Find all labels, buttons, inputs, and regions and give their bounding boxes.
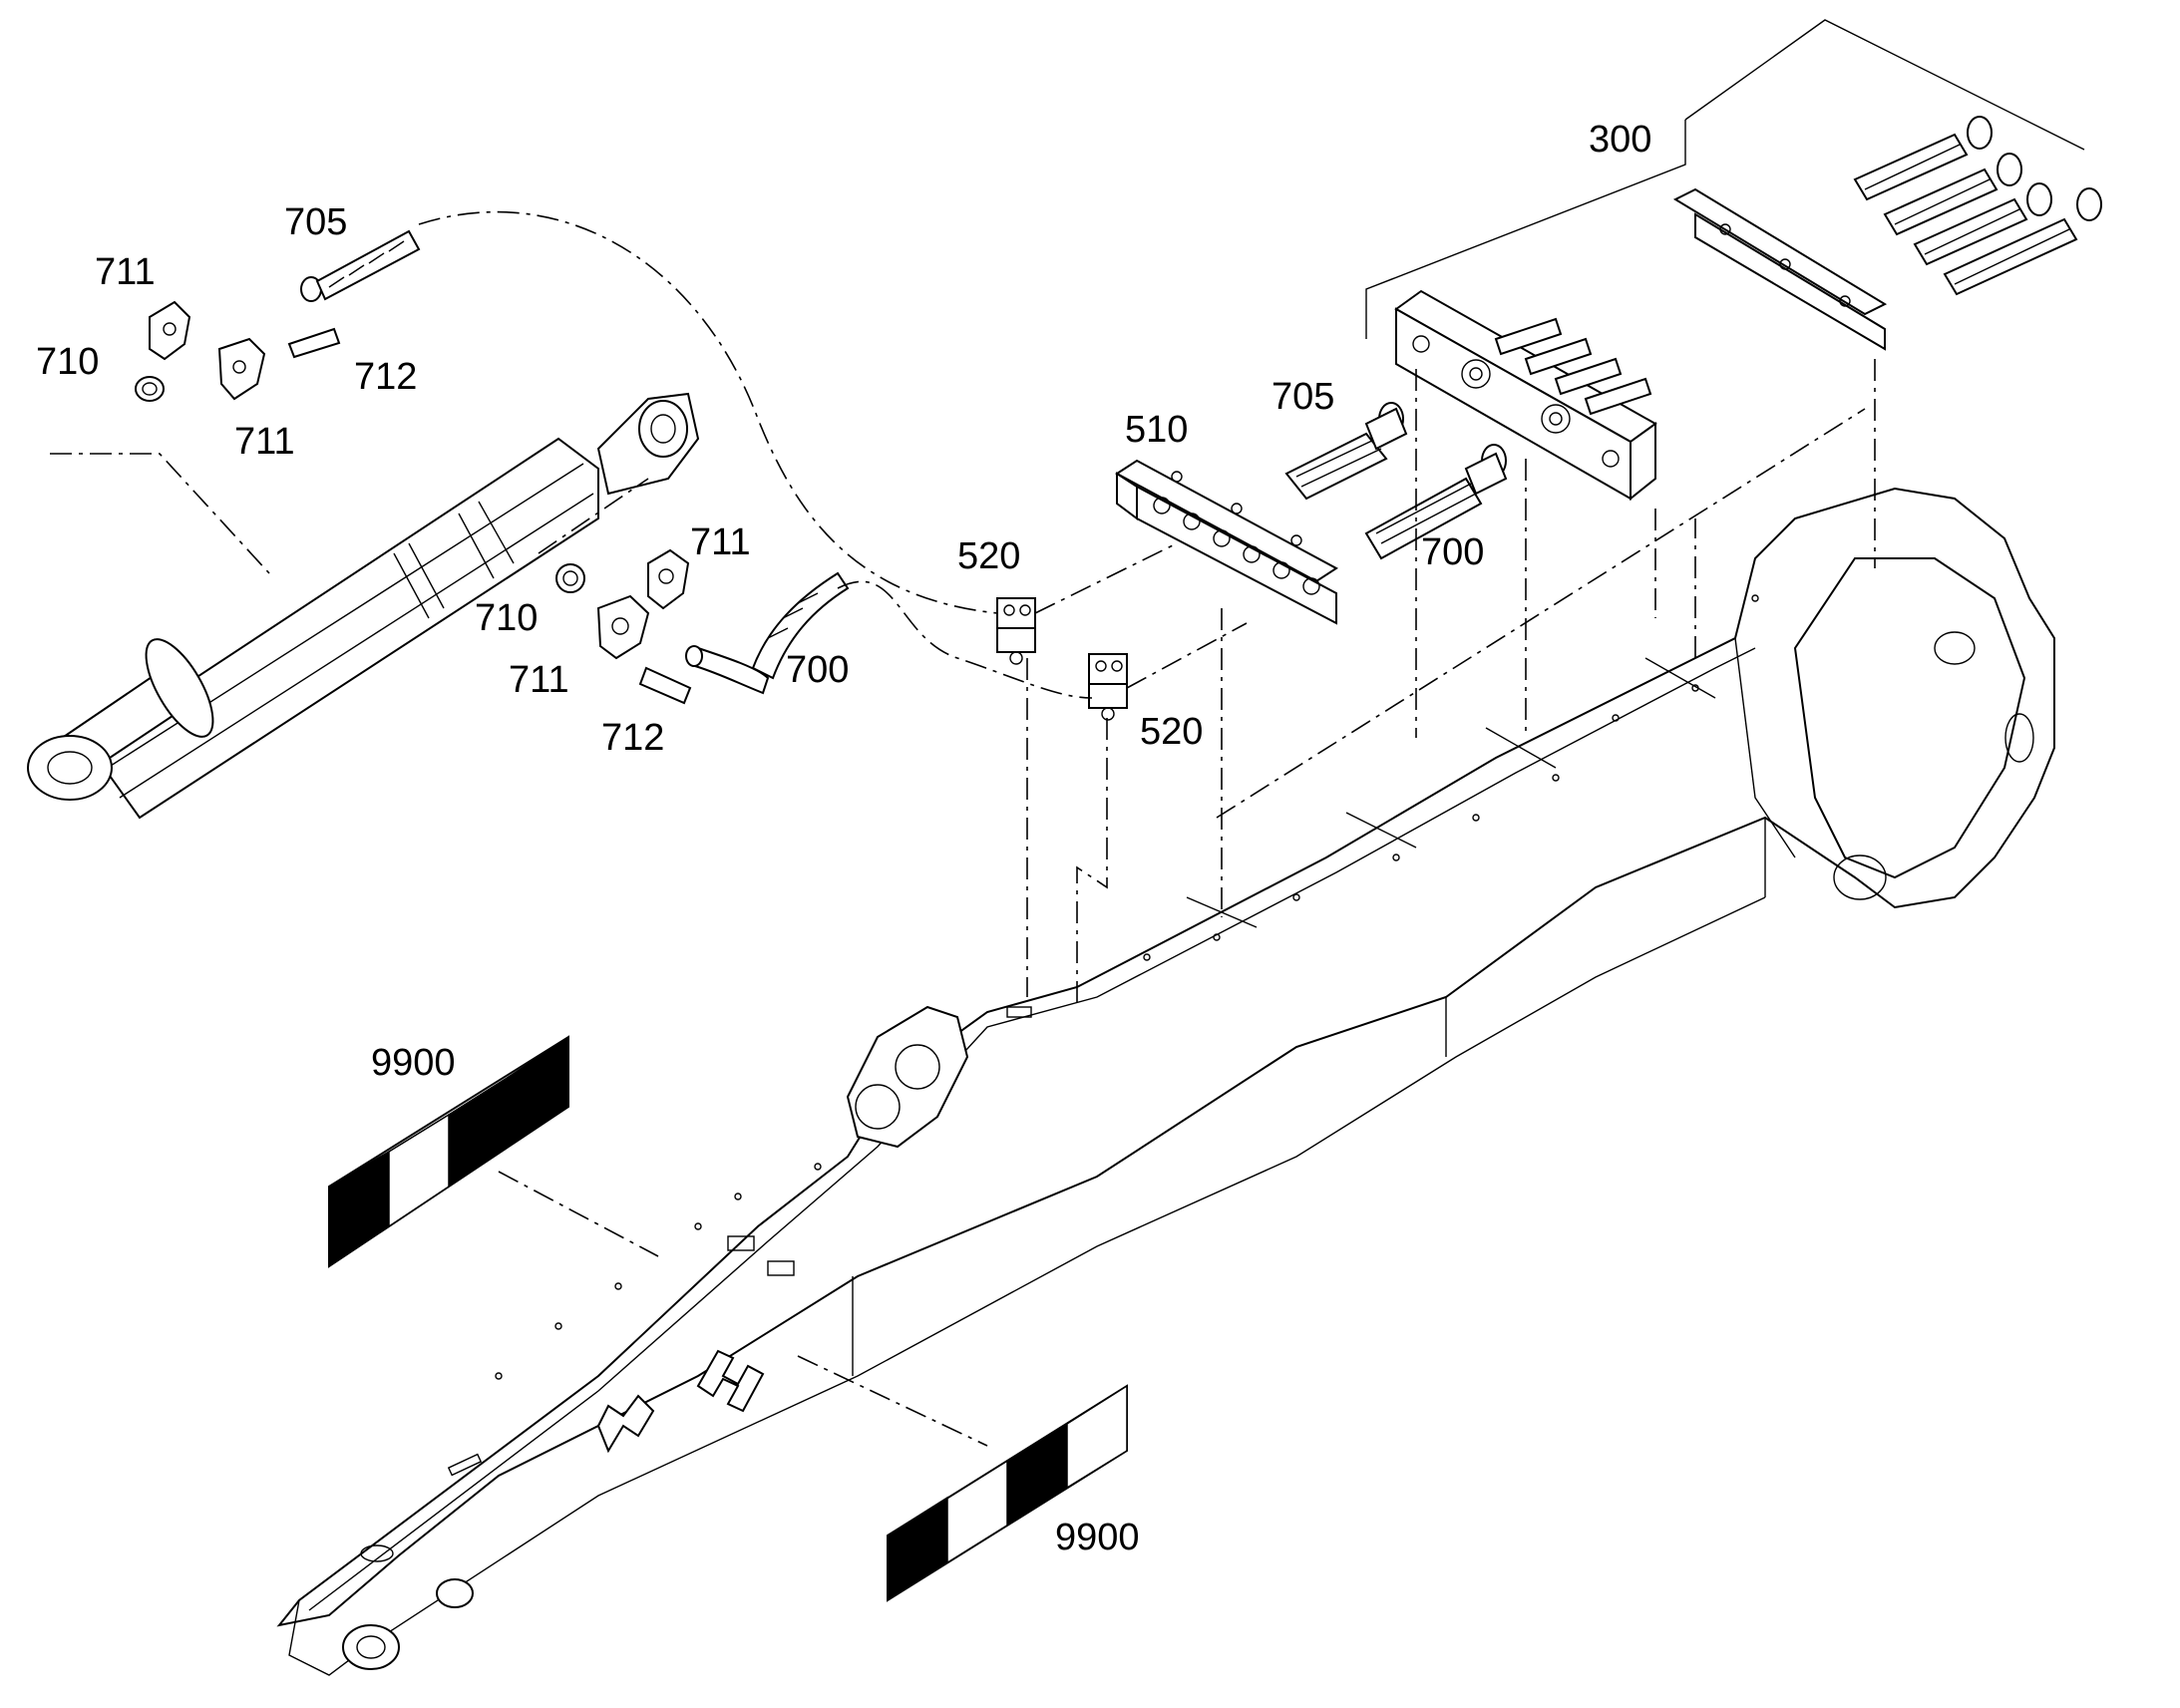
callout-9900: 9900: [371, 1042, 456, 1084]
boom-tip-pin-hole: [342, 1624, 400, 1670]
hydraulic-cylinder: [27, 392, 700, 820]
callout-520: 520: [1140, 711, 1203, 753]
elbow-700: [693, 646, 770, 695]
callout-711: 711: [509, 659, 569, 701]
long-hoses: [1853, 116, 2102, 296]
bolt-712: [287, 327, 341, 359]
left-fittings-lower: [555, 548, 850, 705]
boom-arm: [276, 487, 2055, 1676]
callout-labels: 300 510 520 520 700 700 705 705 710 710 …: [36, 119, 1651, 1558]
callout-300: 300: [1589, 119, 1651, 161]
fitting-705-right: [1284, 402, 1408, 501]
clamp-520-a: [996, 597, 1036, 665]
valve-assembly-300: [1365, 19, 2102, 502]
o-ring-710: [135, 376, 165, 402]
callout-711: 711: [690, 521, 751, 563]
callout-705: 705: [284, 201, 347, 243]
boom-foot-plate: [1793, 557, 2026, 879]
flange-half-711: [647, 548, 690, 610]
boom-link-bracket: [846, 1005, 969, 1149]
callout-710: 710: [475, 597, 538, 639]
bolt-712: [638, 666, 692, 705]
callout-700: 700: [786, 649, 849, 691]
callout-700: 700: [1421, 531, 1484, 573]
leader-lines: [50, 210, 1876, 1447]
flange-half-711: [596, 594, 650, 660]
manifold-block-510: [1115, 459, 1338, 625]
left-fittings-top: [135, 229, 421, 402]
callout-712: 712: [354, 356, 417, 398]
decal-symbol: [596, 1394, 655, 1454]
clamp-520-b: [1088, 653, 1128, 721]
hose-700: [751, 571, 850, 680]
decal-9900-upper: [328, 1035, 569, 1268]
o-ring-710: [555, 563, 585, 593]
callout-510: 510: [1125, 409, 1188, 451]
callout-9900: 9900: [1055, 1517, 1140, 1558]
callout-711: 711: [95, 251, 156, 293]
callout-710: 710: [36, 341, 99, 383]
callout-711: 711: [234, 421, 295, 463]
fitting-700-right: [1364, 444, 1508, 560]
callout-520: 520: [957, 535, 1020, 577]
flange-half-711: [149, 300, 191, 361]
decal-h-symbol: [696, 1349, 765, 1413]
callout-705: 705: [1272, 376, 1334, 418]
decal-9900-lower: [887, 1384, 1128, 1602]
flange-half-711: [217, 337, 266, 401]
callout-712: 712: [601, 717, 664, 759]
